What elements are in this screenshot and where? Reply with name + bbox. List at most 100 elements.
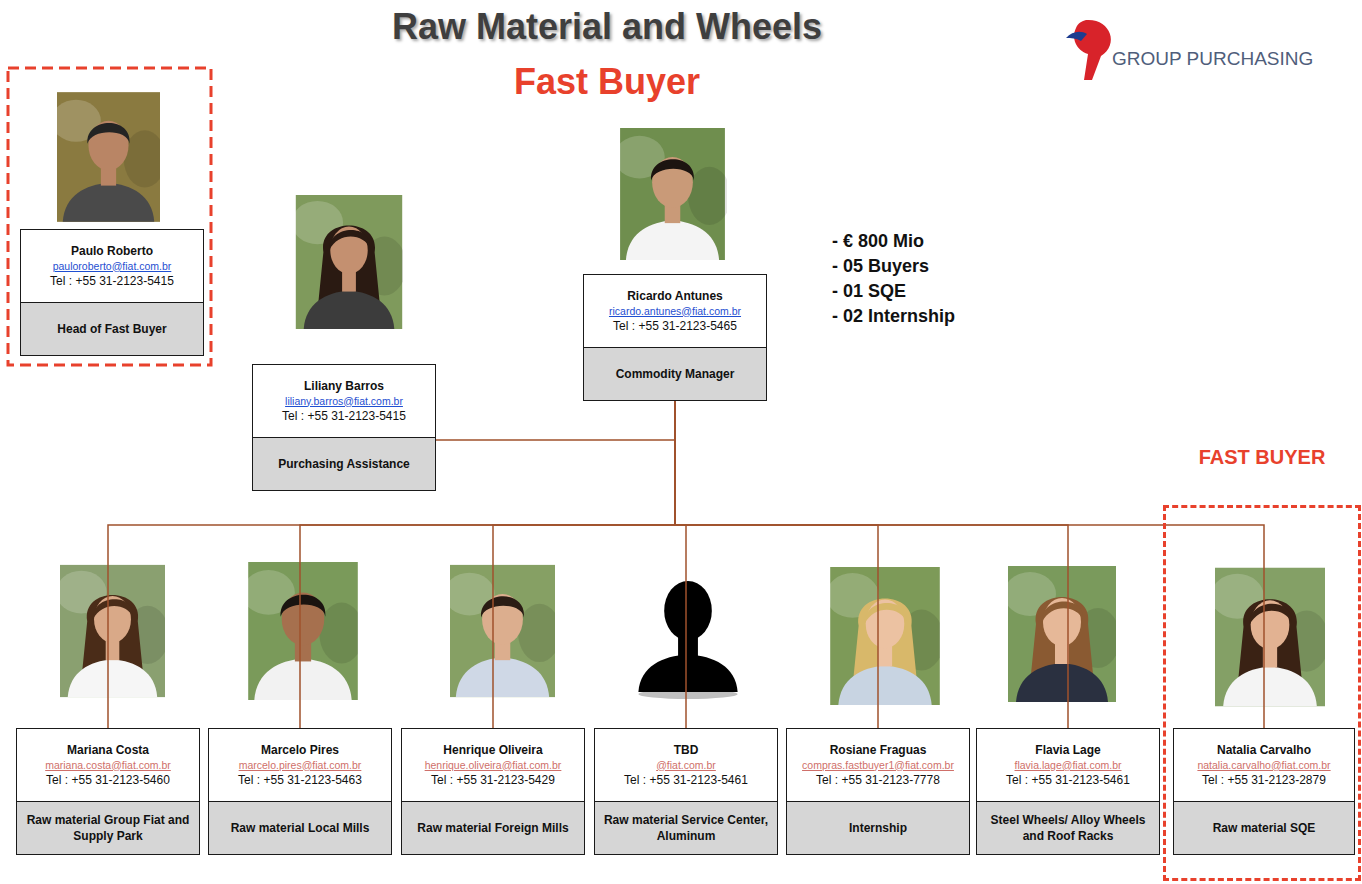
phone-number: Tel : +55 31-2123-5461 <box>624 772 748 788</box>
group-heading: FAST BUYER <box>1156 446 1362 469</box>
logo-mark <box>1066 20 1111 80</box>
email-address: flavia.lage@fiat.com.br <box>1015 758 1122 772</box>
card-body: Paulo Robertopauloroberto@fiat.com.brTel… <box>21 230 203 302</box>
email-address: pauloroberto@fiat.com.br <box>53 259 172 273</box>
email-address: @fiat.com.br <box>656 758 716 772</box>
label-wrap: - € 800 Mio <box>832 230 1032 252</box>
person-name: Liliany Barros <box>304 379 384 394</box>
card-body: TBD@fiat.com.brTel : +55 31-2123-5461 <box>595 729 777 801</box>
person-name: Rosiane Fraguas <box>830 743 927 758</box>
role-band: Internship <box>787 801 969 854</box>
label-wrap: - 02 Internship <box>832 305 1032 327</box>
person-name: Flavia Lage <box>1035 743 1100 758</box>
photo <box>1211 568 1329 707</box>
phone-number: Tel : +55 31-2123-5429 <box>431 772 555 788</box>
role-band: Raw material Service Center, Aluminum <box>595 801 777 854</box>
role-title: Raw material SQE <box>1213 820 1316 836</box>
phone-number: Tel : +55 31-2123-7778 <box>816 772 940 788</box>
person-card: Flavia Lageflavia.lage@fiat.com.brTel : … <box>976 728 1160 855</box>
role-band: Raw material Foreign Mills <box>402 801 584 854</box>
card-body: Ricardo Antunesricardo.antunes@fiat.com.… <box>584 275 766 347</box>
label-wrap: - 01 SQE <box>832 280 1032 302</box>
role-title: Raw material Local Mills <box>231 820 370 836</box>
person-name: Marcelo Pires <box>261 743 339 758</box>
card-body: Liliany Barrosliliany.barros@fiat.com.br… <box>253 365 435 437</box>
summary-line: - 01 SQE <box>832 280 1032 302</box>
card-body: Marcelo Piresmarcelo.pires@fiat.com.brTe… <box>209 729 391 801</box>
org-connector <box>493 401 675 728</box>
person-card: Henrique Oliveirahenrique.oliveira@fiat.… <box>401 728 585 855</box>
email-address: natalia.carvalho@fiat.com.br <box>1197 758 1330 772</box>
card-body: Rosiane Fraguascompras.fastbuyer1@fiat.c… <box>787 729 969 801</box>
role-band: Raw material Group Fiat and Supply Park <box>17 801 199 854</box>
logo-text: GROUP PURCHASING <box>1112 47 1352 70</box>
role-title: Commodity Manager <box>616 366 735 382</box>
person-name: Mariana Costa <box>67 743 149 758</box>
label-wrap: - 05 Buyers <box>832 255 1032 277</box>
person-card: Liliany Barrosliliany.barros@fiat.com.br… <box>252 364 436 491</box>
email-address: liliany.barros@fiat.com.br <box>285 394 403 408</box>
org-connector <box>108 401 675 728</box>
phone-number: Tel : +55 31-2123-5465 <box>613 318 737 334</box>
role-band: Purchasing Assistance <box>253 437 435 490</box>
summary-line: - € 800 Mio <box>832 230 1032 252</box>
card-body: Mariana Costamariana.costa@fiat.com.brTe… <box>17 729 199 801</box>
role-band: Raw material Local Mills <box>209 801 391 854</box>
role-band: Raw material SQE <box>1174 801 1354 854</box>
person-name: Henrique Oliveira <box>443 743 542 758</box>
email-address: henrique.oliveira@fiat.com.br <box>425 758 562 772</box>
person-card: Mariana Costamariana.costa@fiat.com.brTe… <box>16 728 200 855</box>
role-title: Raw material Foreign Mills <box>417 820 568 836</box>
email-address: ricardo.antunes@fiat.com.br <box>609 304 741 318</box>
person-name: Natalia Carvalho <box>1217 743 1311 758</box>
label-wrap: Fast Buyer <box>307 60 907 103</box>
email-address: marcelo.pires@fiat.com.br <box>239 758 362 772</box>
person-card: Rosiane Fraguascompras.fastbuyer1@fiat.c… <box>786 728 970 855</box>
photo <box>1004 566 1120 702</box>
group-heading-wrap: FAST BUYER <box>1156 446 1362 469</box>
role-title: Internship <box>849 820 907 836</box>
org-connector <box>436 401 675 440</box>
phone-number: Tel : +55 31-2123-5461 <box>1006 772 1130 788</box>
org-connector <box>675 401 1264 728</box>
phone-number: Tel : +55 31-2123-5415 <box>50 273 174 289</box>
photo <box>56 565 169 697</box>
person-name: Paulo Roberto <box>71 244 153 259</box>
title-wrap: Raw Material and Wheels <box>307 6 907 48</box>
photo <box>444 565 561 697</box>
photo <box>292 195 406 329</box>
role-title: Steel Wheels/ Alloy Wheels and Roof Rack… <box>981 812 1155 844</box>
person-card: TBD@fiat.com.brTel : +55 31-2123-5461Raw… <box>594 728 778 855</box>
photo <box>242 562 364 700</box>
email-address: compras.fastbuyer1@fiat.com.br <box>802 758 954 772</box>
phone-number: Tel : +55 31-2123-2879 <box>1202 772 1326 788</box>
card-body: Natalia Carvalhonatalia.carvalho@fiat.co… <box>1174 729 1354 801</box>
summary-line: - 02 Internship <box>832 305 1032 327</box>
fast-buyer-group: FAST BUYERNatalia Carvalhonatalia.carval… <box>1163 505 1361 881</box>
role-title: Purchasing Assistance <box>278 456 410 472</box>
photo <box>51 92 165 222</box>
photo <box>614 128 730 260</box>
person-card: Natalia Carvalhonatalia.carvalho@fiat.co… <box>1173 728 1355 855</box>
phone-number: Tel : +55 31-2123-5463 <box>238 772 362 788</box>
person-name: Ricardo Antunes <box>627 289 723 304</box>
email-address: mariana.costa@fiat.com.br <box>45 758 171 772</box>
placeholder-silhouette <box>638 581 737 699</box>
diagram-title: Raw Material and Wheels <box>307 6 907 48</box>
role-title: Raw material Service Center, Aluminum <box>599 812 773 844</box>
org-connector <box>675 401 1068 728</box>
photo <box>826 567 944 705</box>
summary-line: - 05 Buyers <box>832 255 1032 277</box>
role-band: Commodity Manager <box>584 347 766 400</box>
card-body: Henrique Oliveirahenrique.oliveira@fiat.… <box>402 729 584 801</box>
role-title: Raw material Group Fiat and Supply Park <box>21 812 195 844</box>
org-connector <box>675 401 686 728</box>
person-card: Paulo Robertopauloroberto@fiat.com.brTel… <box>20 229 204 356</box>
role-band: Head of Fast Buyer <box>21 302 203 355</box>
phone-number: Tel : +55 31-2123-5415 <box>282 408 406 424</box>
label-wrap: GROUP PURCHASING <box>1112 47 1352 70</box>
role-band: Steel Wheels/ Alloy Wheels and Roof Rack… <box>977 801 1159 854</box>
dashed-frame <box>8 68 211 365</box>
person-card: Marcelo Piresmarcelo.pires@fiat.com.brTe… <box>208 728 392 855</box>
subtitle: Fast Buyer <box>307 60 907 103</box>
